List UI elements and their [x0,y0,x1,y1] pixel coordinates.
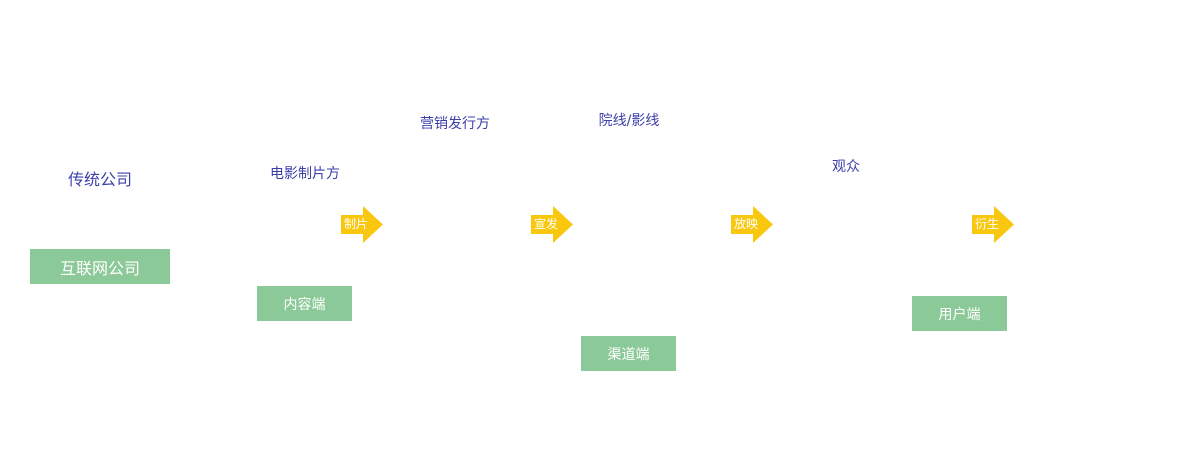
label-audience: 观众 [832,159,860,175]
arrow-production: 制片 [341,206,383,243]
arrow-icon [531,206,573,243]
arrow-label: 衍生 [975,217,1000,231]
arrow-icon [972,206,1014,243]
arrow-icon [731,206,773,243]
arrow-screening: 放映 [731,206,773,243]
box-internet-company: 互联网公司 [30,249,170,284]
label-marketing-distributor: 营销发行方 [420,116,490,132]
box-content-side: 内容端 [257,286,352,321]
arrow-marketing: 宣发 [531,206,573,243]
label-cinema-chain: 院线/影线 [598,113,660,129]
arrow-derivative: 衍生 [972,206,1014,243]
arrow-label: 宣发 [534,217,559,231]
arrow-label: 放映 [734,217,759,231]
box-channel-side: 渠道端 [581,336,676,371]
label-film-producer: 电影制片方 [270,166,340,182]
arrow-icon [341,206,383,243]
label-traditional-company: 传统公司 [67,170,133,189]
box-user-side: 用户端 [912,296,1007,331]
arrow-label: 制片 [344,217,369,231]
